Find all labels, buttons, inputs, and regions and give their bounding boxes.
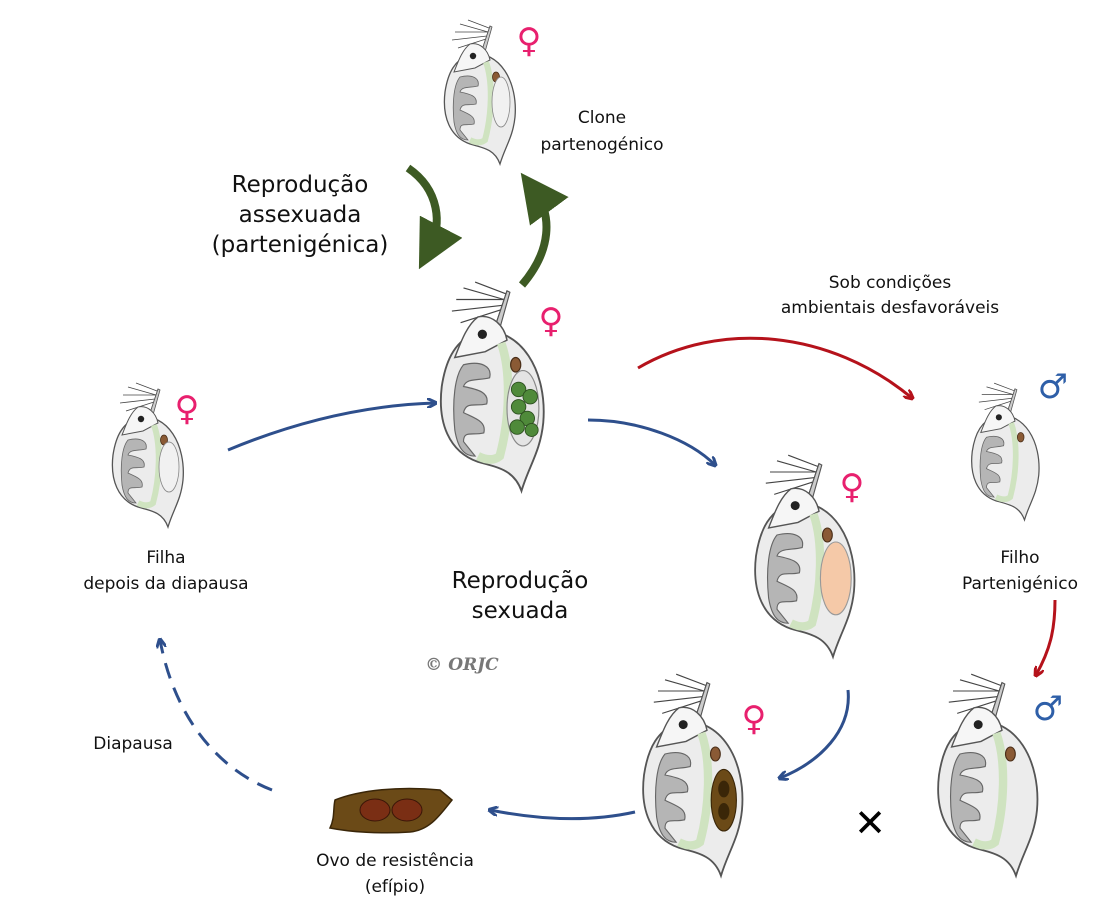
female-symbol: ♀ [742, 699, 767, 739]
asexual-arrow-down [405, 164, 463, 270]
diapause-label: Diapausa [93, 734, 173, 754]
daphnia-mother-green-eggs [441, 282, 544, 491]
sexual-label: sexuada [472, 598, 569, 624]
female-symbol: ♀ [840, 467, 865, 507]
arrow-to-resting-egg [490, 810, 636, 821]
egg-label: (efípio) [365, 877, 425, 897]
copyright-mark: © ORJC [425, 655, 499, 675]
male-symbol: ♂ [1038, 367, 1068, 407]
daphnia-female-peach-ovary [755, 455, 854, 657]
clone-label: Clone [578, 108, 626, 128]
arrow-mother-to-female [587, 418, 715, 465]
clone-label: partenogénico [541, 135, 664, 155]
asexual-arrow-up [518, 172, 569, 288]
resting-egg-ephippium [328, 787, 454, 834]
arrow-female-to-ephippium-female [780, 689, 850, 778]
female-symbol: ♀ [175, 389, 200, 429]
cross-symbol: ✕ [854, 801, 886, 845]
female-symbol: ♀ [539, 301, 564, 341]
son-label: Filho [1000, 548, 1039, 568]
sexual-label: Reprodução [452, 568, 589, 594]
green-eggs [509, 381, 539, 437]
daphnia-female-ephippium [643, 674, 742, 876]
asexual-label: Reprodução [232, 172, 369, 198]
arrow-son-to-male [1036, 599, 1057, 675]
male-symbol: ♂ [1033, 689, 1063, 729]
daughter-label: depois da diapausa [83, 574, 248, 594]
daughter-label: Filha [146, 548, 185, 568]
asexual-label: (partenigénica) [212, 232, 389, 258]
asexual-label: assexuada [239, 202, 362, 228]
egg-label: Ovo de resistência [316, 851, 474, 871]
son-label: Partenigénico [962, 574, 1078, 594]
daphnia-clone [444, 20, 515, 164]
conditions-label: ambientais desfavoráveis [781, 298, 999, 318]
daphnia-male-bottom [938, 674, 1037, 876]
arrow-daughter-to-mother [227, 403, 435, 452]
daphnia-male-top [972, 383, 1039, 520]
arrow-diapause-dashed [160, 640, 273, 792]
female-symbol: ♀ [517, 21, 542, 61]
conditions-label: Sob condições [829, 273, 952, 293]
daphnia-daughter [112, 383, 183, 527]
arrow-unfavorable-conditions [637, 336, 912, 398]
